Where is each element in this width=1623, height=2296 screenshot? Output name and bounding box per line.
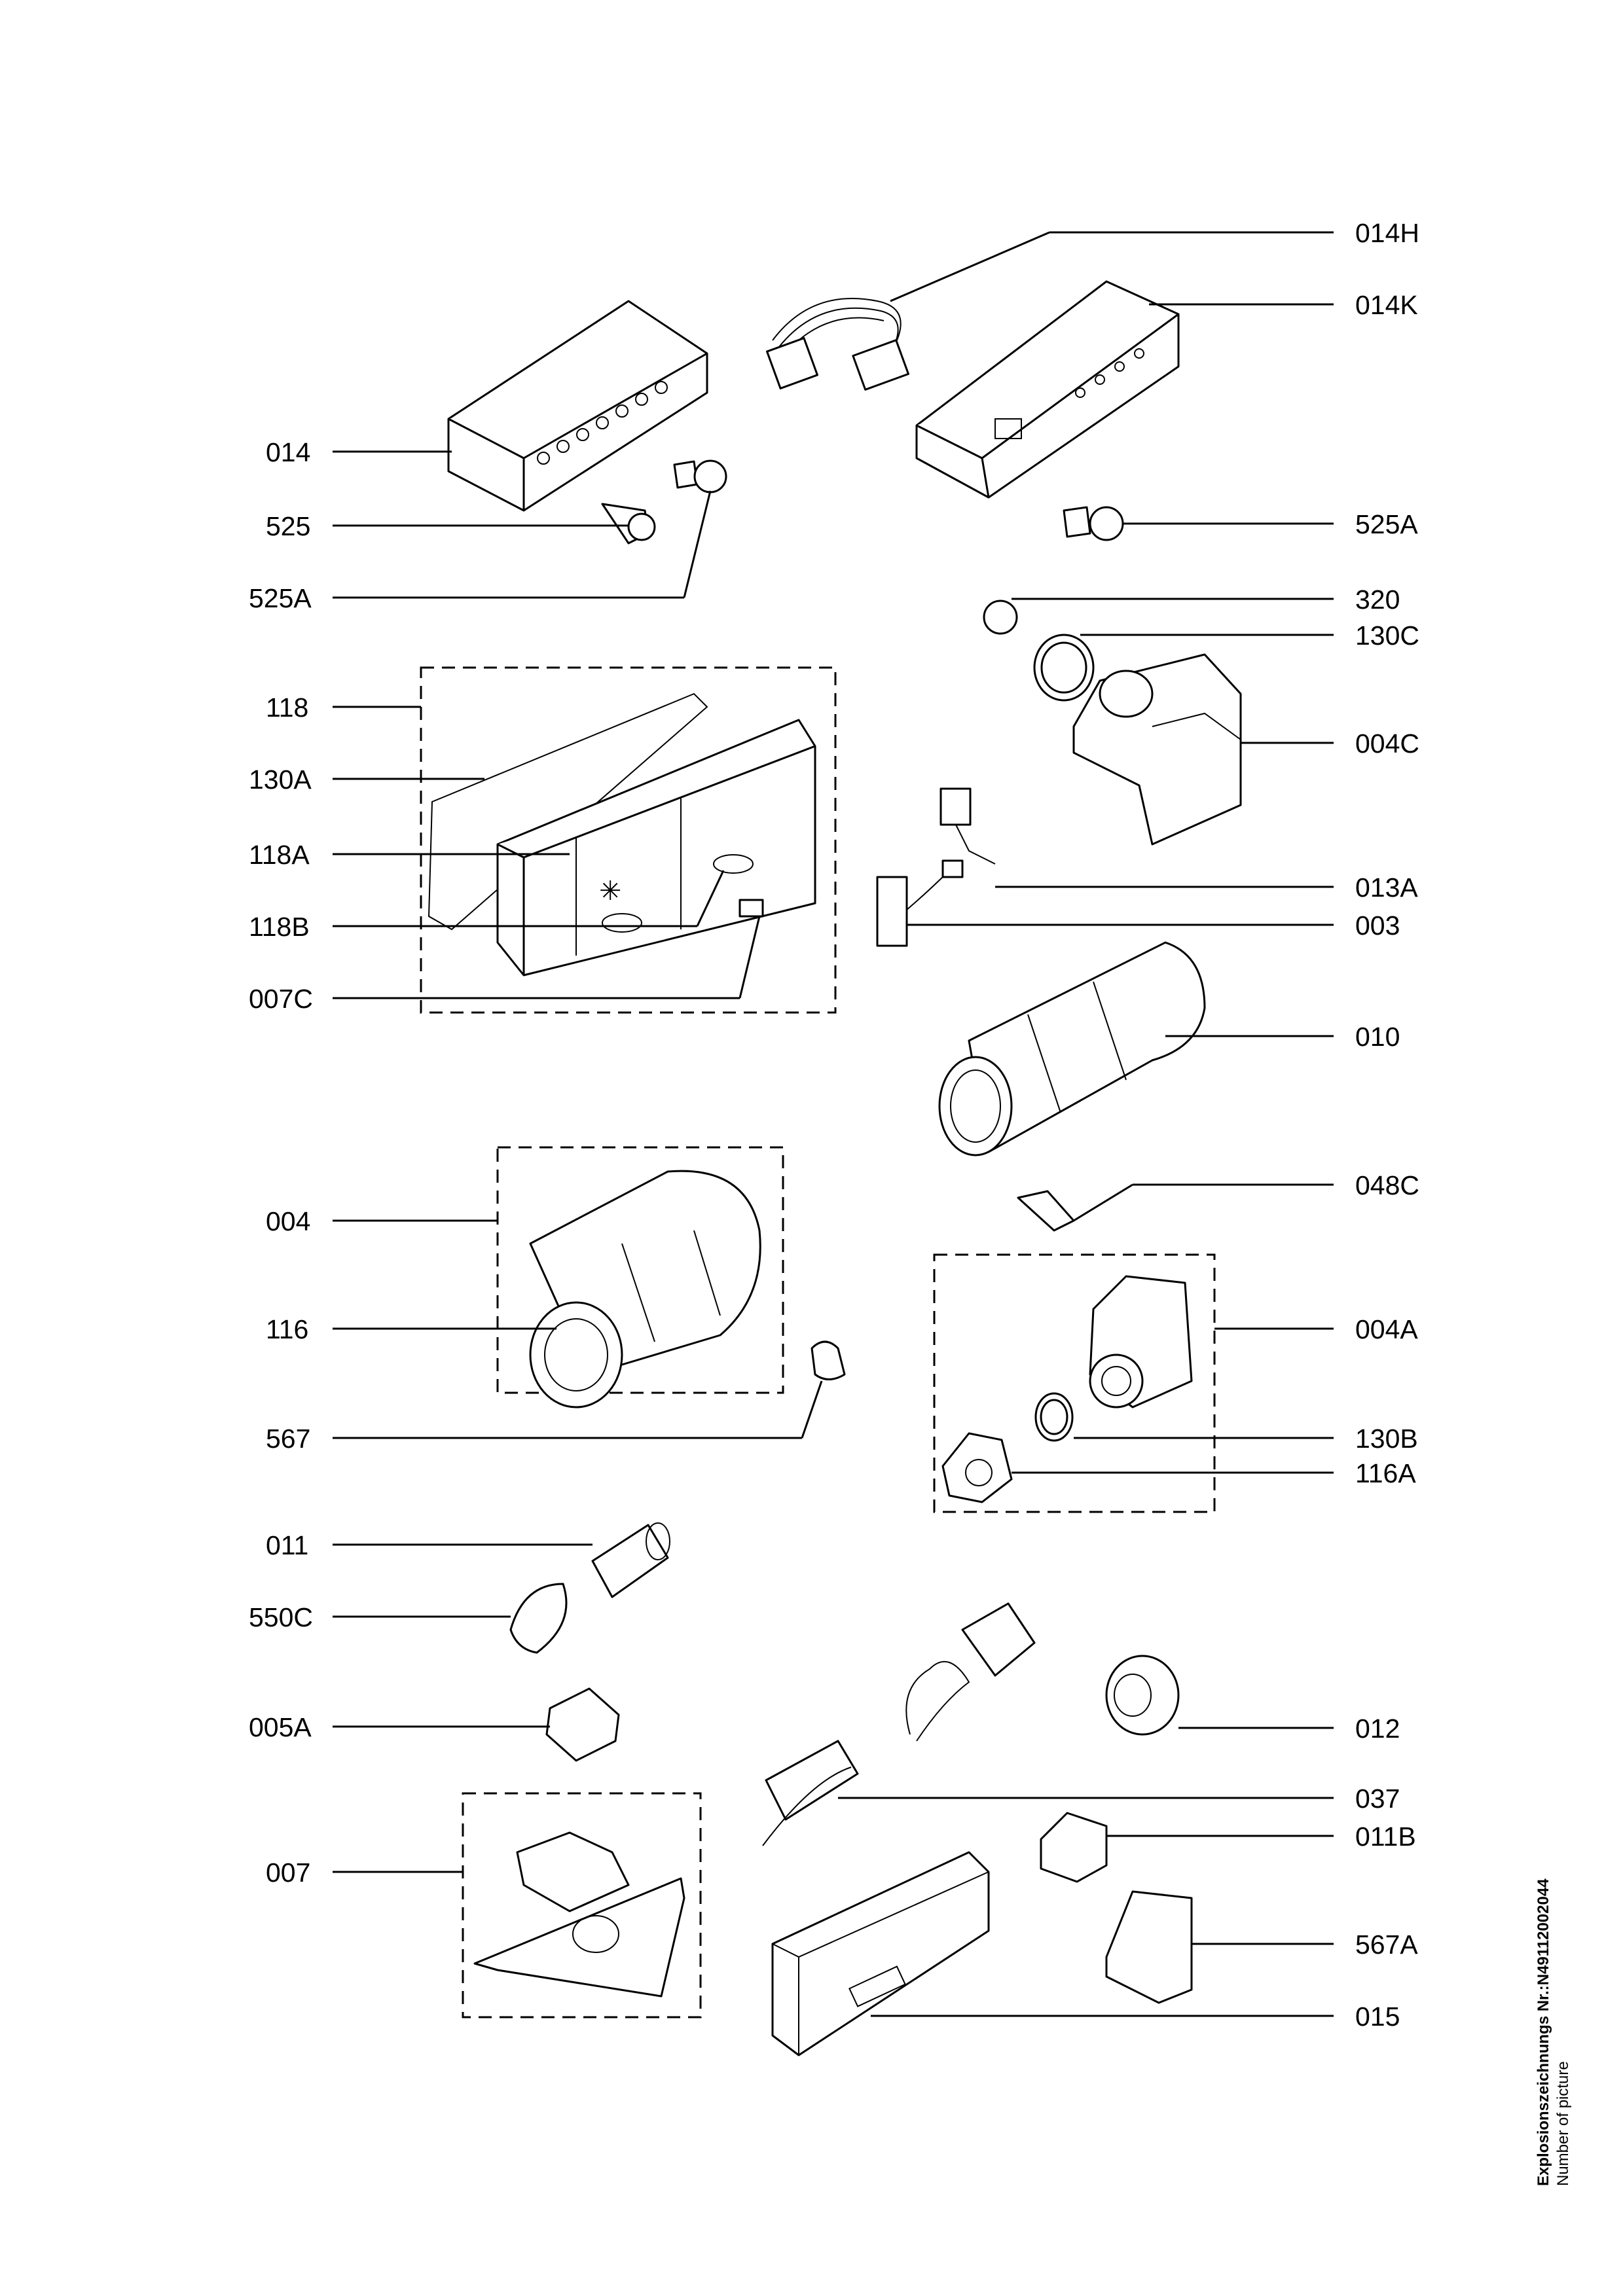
- part-007C-clip: [739, 899, 764, 918]
- label-011B: 011B: [1355, 1821, 1416, 1852]
- part-014-control-module: [447, 300, 708, 512]
- part-116A-pressure-switch: [941, 1432, 1013, 1503]
- part-011B-relay: [1040, 1812, 1108, 1883]
- label-116: 116: [266, 1314, 308, 1344]
- part-567A-bracket: [1105, 1890, 1193, 2004]
- group-box-004: [496, 1146, 784, 1394]
- part-010-heater: [938, 941, 1206, 1157]
- part-550C-cap: [509, 1583, 568, 1654]
- part-014H-wire-harness: [766, 298, 909, 391]
- label-015: 015: [1355, 2001, 1400, 2032]
- group-box-118: [420, 666, 837, 1014]
- part-037-mains-cable: [762, 1602, 1036, 1846]
- drawing-number-caption: Explosionszeichnungs Nr.:N4911200​2044: [1535, 1878, 1552, 2186]
- part-005A-valve: [545, 1687, 620, 1762]
- picture-number-caption: Number of picture: [1554, 2061, 1572, 2186]
- side-caption: Explosionszeichnungs Nr.:N4911200​2044 N…: [1535, 1878, 1572, 2186]
- label-010: 010: [1355, 1022, 1400, 1052]
- label-116A: 116A: [1355, 1458, 1416, 1488]
- label-012: 012: [1355, 1713, 1400, 1744]
- leader-lines: [333, 231, 1334, 2017]
- part-012-dial: [1105, 1655, 1180, 1736]
- label-037: 037: [1355, 1784, 1400, 1814]
- part-525A-left-button: [673, 459, 727, 493]
- label-118A: 118A: [249, 840, 310, 870]
- part-003-sensor: [876, 859, 964, 947]
- part-007-spray-arm: [473, 1831, 685, 1998]
- part-525A-right-button: [1063, 506, 1124, 541]
- label-004: 004: [266, 1206, 310, 1236]
- label-525: 525: [266, 511, 310, 541]
- label-005A: 005A: [249, 1712, 312, 1742]
- part-525-knob: [601, 503, 656, 545]
- part-130B-seal-ring: [1034, 1392, 1074, 1442]
- label-004C: 004C: [1355, 728, 1419, 759]
- label-130B: 130B: [1355, 1424, 1418, 1454]
- label-014H: 014H: [1355, 218, 1419, 248]
- part-567-clip: [811, 1340, 846, 1380]
- part-048C-sensor: [1017, 1190, 1075, 1232]
- part-004C-housing: [1072, 653, 1242, 846]
- label-320: 320: [1355, 584, 1400, 615]
- part-004A-pump: [1089, 1275, 1193, 1408]
- star-symbol: ✳: [599, 876, 621, 906]
- part-118-dispenser: ✳: [428, 692, 816, 977]
- label-003: 003: [1355, 910, 1400, 941]
- part-004-pump: [529, 1170, 761, 1408]
- part-014K-control-module: [915, 280, 1180, 499]
- group-box-004A: [933, 1253, 1216, 1513]
- label-130C: 130C: [1355, 620, 1419, 651]
- label-118: 118: [266, 692, 308, 723]
- label-048C: 048C: [1355, 1170, 1419, 1200]
- part-320-cap: [983, 600, 1018, 635]
- label-014K: 014K: [1355, 290, 1418, 320]
- label-007C: 007C: [249, 984, 313, 1014]
- label-130A: 130A: [249, 764, 312, 795]
- label-013A: 013A: [1355, 872, 1418, 903]
- label-118B: 118B: [249, 912, 310, 942]
- label-014: 014: [266, 437, 310, 467]
- label-011: 011: [266, 1530, 308, 1560]
- label-525A-right: 525A: [1355, 509, 1418, 539]
- label-004A: 004A: [1355, 1314, 1418, 1344]
- label-525A-left: 525A: [249, 583, 312, 613]
- label-007: 007: [266, 1857, 310, 1888]
- part-013A-sensor: [939, 787, 996, 865]
- part-015-cover: [771, 1851, 990, 2056]
- part-130C-seal-ring: [1033, 634, 1095, 702]
- part-011-capacitor: [591, 1522, 670, 1598]
- label-567: 567: [266, 1424, 310, 1454]
- label-567A: 567A: [1355, 1929, 1418, 1960]
- label-550C: 550C: [249, 1602, 313, 1632]
